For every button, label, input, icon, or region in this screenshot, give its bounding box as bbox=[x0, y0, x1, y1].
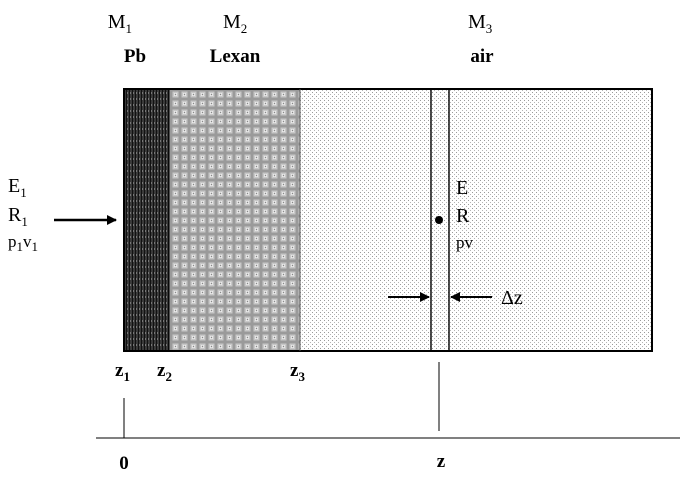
slab-outline bbox=[123, 88, 653, 352]
material-2-symbol: M2 bbox=[223, 11, 247, 36]
position-label: z bbox=[437, 451, 446, 472]
air-layer bbox=[300, 89, 652, 351]
interface-z2-label: z2 bbox=[157, 360, 172, 384]
local-pv-label: pv bbox=[456, 233, 474, 252]
local-range-label: R bbox=[456, 205, 470, 227]
material-3-symbol: M3 bbox=[468, 11, 492, 36]
origin-label: 0 bbox=[119, 453, 129, 474]
pb-layer bbox=[124, 89, 169, 351]
incident-range-label: R1 bbox=[8, 204, 28, 229]
incident-energy-label: E1 bbox=[8, 175, 27, 200]
interface-z3-label: z3 bbox=[290, 360, 305, 384]
material-1-symbol: M1 bbox=[108, 11, 132, 36]
material-1-name: Pb bbox=[124, 46, 146, 67]
incident-pv-label: p1v1 bbox=[8, 232, 38, 254]
local-energy-label: E bbox=[456, 177, 468, 199]
material-2-name: Lexan bbox=[210, 46, 261, 67]
interface-z1-label: z1 bbox=[115, 360, 130, 384]
position-dot bbox=[435, 216, 443, 224]
material-3-name: air bbox=[470, 46, 494, 67]
lexan-layer bbox=[169, 89, 300, 351]
delta-z-label: Δz bbox=[501, 287, 523, 309]
